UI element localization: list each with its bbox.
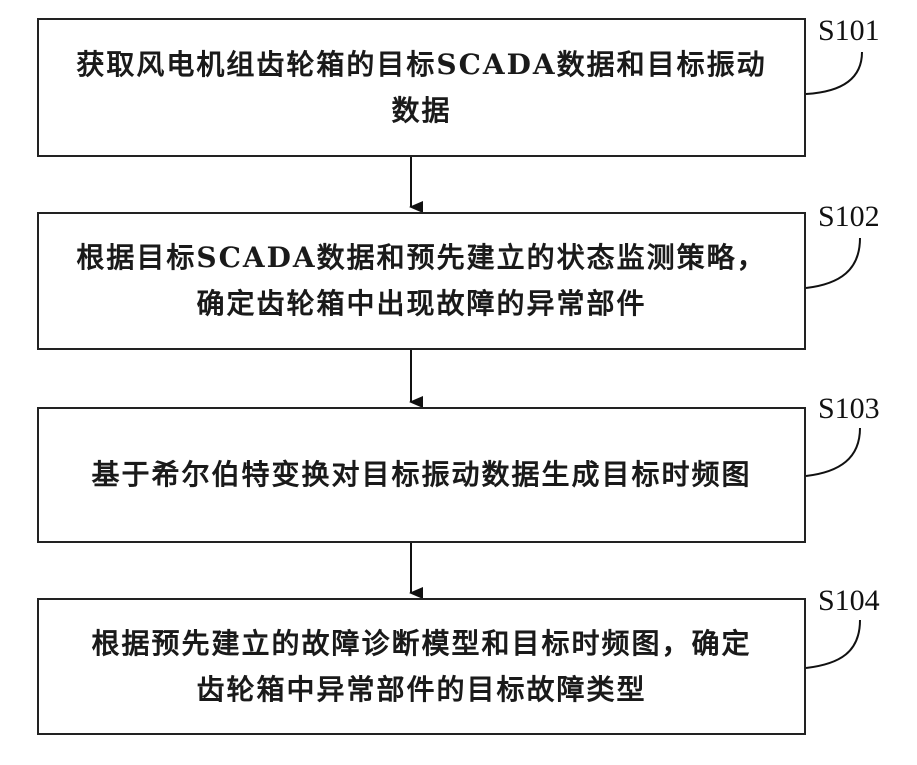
step-line: 基于希尔伯特变换对目标振动数据生成目标时频图 — [91, 452, 751, 498]
step-text-s103: 基于希尔伯特变换对目标振动数据生成目标时频图 — [91, 452, 751, 498]
step-label-s101: S101 — [818, 14, 880, 48]
step-line: 齿轮箱中异常部件的目标故障类型 — [91, 667, 751, 713]
step-line: 根据目标SCADA数据和预先建立的状态监测策略， — [76, 235, 766, 281]
leader-s104 — [806, 620, 860, 668]
step-text-s104: 根据预先建立的故障诊断模型和目标时频图，确定 齿轮箱中异常部件的目标故障类型 — [91, 621, 751, 713]
step-line: 确定齿轮箱中出现故障的异常部件 — [76, 281, 766, 327]
leader-s101 — [806, 52, 862, 94]
step-label-s103: S103 — [818, 392, 880, 426]
step-label-s104: S104 — [818, 584, 880, 618]
step-box-s102: 根据目标SCADA数据和预先建立的状态监测策略， 确定齿轮箱中出现故障的异常部件 — [37, 212, 806, 350]
step-box-s101: 获取风电机组齿轮箱的目标SCADA数据和目标振动 数据 — [37, 18, 806, 157]
leader-s103 — [806, 428, 860, 476]
step-line: 数据 — [76, 88, 766, 134]
step-box-s104: 根据预先建立的故障诊断模型和目标时频图，确定 齿轮箱中异常部件的目标故障类型 — [37, 598, 806, 735]
step-line: 获取风电机组齿轮箱的目标SCADA数据和目标振动 — [76, 42, 766, 88]
leader-s102 — [806, 238, 860, 288]
step-box-s103: 基于希尔伯特变换对目标振动数据生成目标时频图 — [37, 407, 806, 543]
step-line: 根据预先建立的故障诊断模型和目标时频图，确定 — [91, 621, 751, 667]
step-text-s102: 根据目标SCADA数据和预先建立的状态监测策略， 确定齿轮箱中出现故障的异常部件 — [76, 235, 766, 327]
step-text-s101: 获取风电机组齿轮箱的目标SCADA数据和目标振动 数据 — [76, 42, 766, 134]
step-label-s102: S102 — [818, 200, 880, 234]
